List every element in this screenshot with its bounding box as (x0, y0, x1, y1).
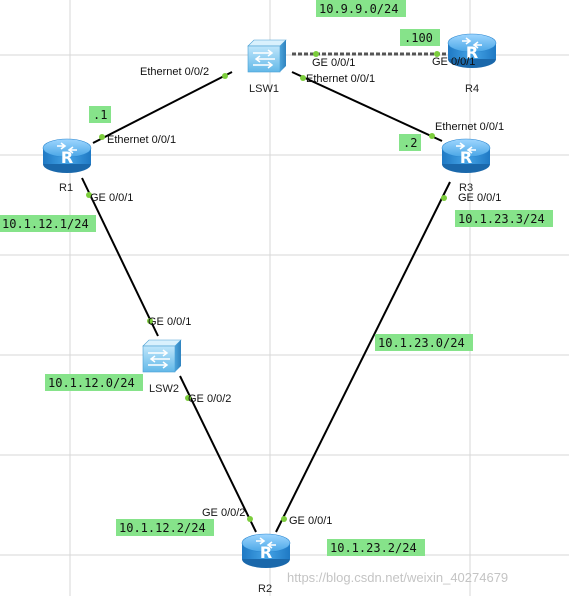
link-lsw1-r3[interactable] (291, 71, 443, 142)
link-r1-lsw1[interactable] (92, 71, 233, 144)
port-label-r3-ge001: GE 0/0/1 (458, 192, 501, 204)
port-label-lsw1-e002: Ethernet 0/0/2 (140, 66, 209, 78)
port-dot-r3-e001 (429, 133, 435, 139)
port-label-r3-e001: Ethernet 0/0/1 (435, 121, 504, 133)
device-label-r3: R3 (459, 182, 473, 194)
port-label-r2-ge002: GE 0/0/2 (202, 507, 245, 519)
port-label-r4-ge001: GE 0/0/1 (432, 56, 475, 68)
ip-tag-host-100: .100 (400, 29, 440, 46)
svg-text:.100: .100 (404, 31, 433, 45)
device-label-lsw2: LSW2 (149, 383, 179, 395)
port-dot-lsw1-e001 (300, 75, 306, 81)
svg-text:10.9.9.0/24: 10.9.9.0/24 (319, 2, 398, 16)
port-dot-r2-ge002 (247, 516, 253, 522)
ip-tag-r2-ip-12: 10.1.12.2/24 (116, 519, 214, 536)
ip-tag-host-2: .2 (399, 134, 421, 151)
port-label-r1-e001: Ethernet 0/0/1 (107, 134, 176, 146)
device-lsw2[interactable] (142, 339, 182, 373)
svg-text:10.1.12.1/24: 10.1.12.1/24 (2, 217, 89, 231)
link-r1-lsw2[interactable] (81, 177, 159, 337)
port-dot-r4-ge001 (434, 51, 440, 57)
port-dot-lsw2-ge002 (185, 395, 191, 401)
svg-text:10.1.12.0/24: 10.1.12.0/24 (48, 376, 135, 390)
port-label-r1-ge001: GE 0/0/1 (90, 192, 133, 204)
port-dot-r3-ge001 (441, 195, 447, 201)
device-r1[interactable] (42, 138, 92, 174)
port-dot-r1-e001 (99, 134, 105, 140)
switch-icon (142, 339, 182, 373)
svg-text:10.1.23.0/24: 10.1.23.0/24 (378, 336, 465, 350)
svg-text:.1: .1 (93, 108, 107, 122)
device-r2[interactable] (241, 533, 291, 569)
switch-icon (247, 39, 287, 73)
port-dot-lsw1-ge001 (313, 51, 319, 57)
port-label-r2-ge001: GE 0/0/1 (289, 515, 332, 527)
router-icon (241, 533, 291, 569)
link-r3-r2[interactable] (275, 181, 451, 533)
ip-tag-host-1: .1 (89, 106, 111, 123)
svg-text:10.1.23.2/24: 10.1.23.2/24 (330, 541, 417, 555)
device-label-r2: R2 (258, 583, 272, 595)
port-dot-r2-ge001 (281, 516, 287, 522)
port-dot-r1-ge001 (86, 192, 92, 198)
watermark: https://blog.csdn.net/weixin_40274679 (287, 570, 508, 585)
device-label-lsw1: LSW1 (249, 83, 279, 95)
router-icon (441, 138, 491, 174)
svg-text:.2: .2 (403, 136, 417, 150)
ip-tag-r2-ip-23: 10.1.23.2/24 (327, 539, 425, 556)
link-lsw2-r2[interactable] (179, 375, 257, 533)
port-label-lsw2-ge001: GE 0/0/1 (148, 316, 191, 328)
port-label-lsw1-ge001: GE 0/0/1 (312, 57, 355, 69)
device-lsw1[interactable] (247, 39, 287, 73)
port-label-lsw1-e001: Ethernet 0/0/1 (306, 73, 375, 85)
device-r3[interactable] (441, 138, 491, 174)
ip-tag-net-10-1-23: 10.1.23.0/24 (375, 334, 473, 351)
ip-tag-net-10-9-9: 10.9.9.0/24 (316, 0, 406, 17)
ip-tag-net-10-1-12: 10.1.12.0/24 (45, 374, 143, 391)
port-label-lsw2-ge002: GE 0/0/2 (188, 393, 231, 405)
device-label-r1: R1 (59, 182, 73, 194)
device-label-r4: R4 (465, 83, 479, 95)
links (81, 52, 451, 533)
port-dots (86, 51, 447, 522)
ip-tag-r1-ip: 10.1.12.1/24 (0, 215, 96, 232)
port-dot-lsw2-ge001 (147, 318, 153, 324)
ip-tag-r3-ip: 10.1.23.3/24 (455, 210, 553, 227)
svg-text:10.1.23.3/24: 10.1.23.3/24 (458, 212, 545, 226)
port-dot-lsw1-e002 (222, 73, 228, 79)
router-icon (42, 138, 92, 174)
svg-text:10.1.12.2/24: 10.1.12.2/24 (119, 521, 206, 535)
